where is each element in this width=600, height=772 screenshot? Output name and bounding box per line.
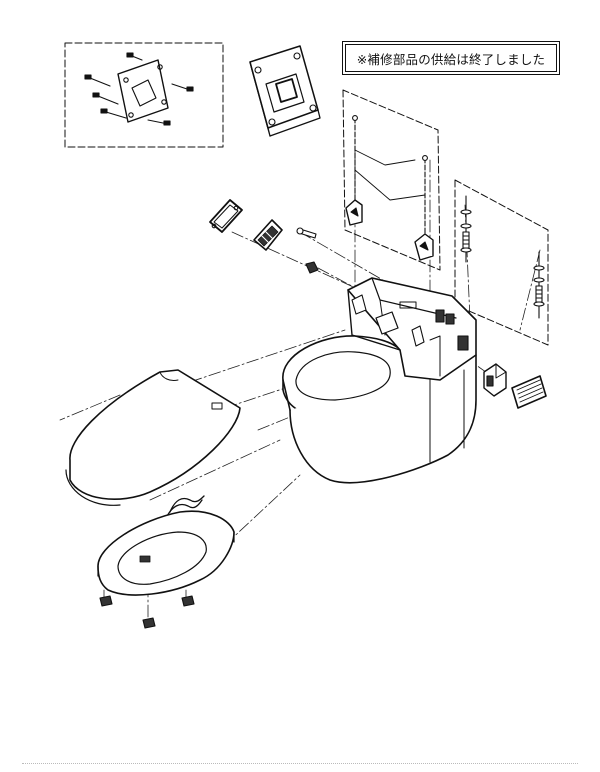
seat-cable [165, 495, 205, 519]
remote-control [249, 45, 321, 137]
side-panel-bracket [253, 219, 283, 251]
water-tank-unit [347, 277, 477, 381]
toilet-seat [97, 510, 235, 596]
notice-text: ※補修部品の供給は終了しました [356, 51, 546, 67]
footer-divider [22, 763, 578, 764]
toilet-lid [65, 369, 241, 506]
side-panel-cover [209, 199, 243, 233]
vent-cover [511, 375, 547, 409]
bracket-screws [84, 52, 194, 126]
remote-control-bracket [117, 59, 169, 123]
remote-control-bracket-box [64, 42, 224, 148]
elbow-connector [483, 363, 507, 397]
anchor-bolts-panel [454, 179, 549, 346]
toilet-bowl [282, 335, 477, 484]
anchor-bolt-2 [533, 251, 545, 319]
nut [305, 261, 319, 274]
discontinued-parts-notice: ※補修部品の供給は終了しました [342, 41, 560, 75]
anchor-bolt-1 [460, 195, 472, 263]
hinge-bolt [296, 227, 317, 239]
fixing-bolts-panel [342, 89, 441, 271]
seat-bumpers [99, 595, 195, 629]
